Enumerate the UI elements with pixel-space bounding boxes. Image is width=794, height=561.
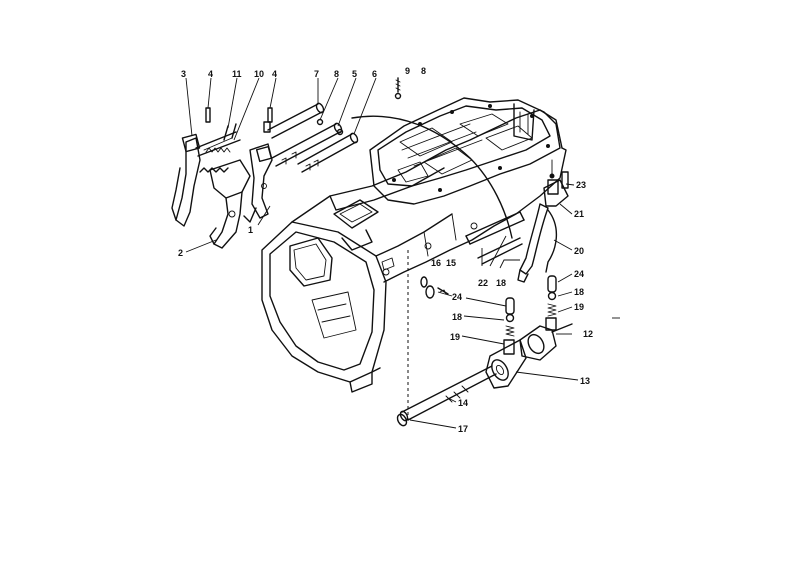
callout-1: 1 xyxy=(248,225,253,235)
callout-18a: 18 xyxy=(574,287,584,297)
callout-18b: 18 xyxy=(496,278,506,288)
callout-12: 12 xyxy=(583,329,593,339)
callout-7: 7 xyxy=(314,69,319,79)
washer-bolt-16-15 xyxy=(420,276,449,299)
leader-lines xyxy=(185,77,620,429)
callout-16: 16 xyxy=(431,258,441,268)
callout-labels: 3 4 11 10 4 7 8 5 6 9 8 1 2 23 21 20 24 … xyxy=(178,66,593,434)
callout-6: 6 xyxy=(372,69,377,79)
callout-19a: 19 xyxy=(574,302,584,312)
shift-rails xyxy=(267,102,513,239)
callout-15: 15 xyxy=(446,258,456,268)
callout-14: 14 xyxy=(458,398,468,408)
callout-8b: 8 xyxy=(421,66,426,76)
callout-11: 11 xyxy=(232,69,242,79)
shift-fork-group-left xyxy=(171,107,273,249)
callout-19b: 19 xyxy=(450,332,460,342)
callout-8a: 8 xyxy=(334,69,339,79)
shift-lever-right xyxy=(465,159,569,283)
callout-4a: 4 xyxy=(208,69,213,79)
callout-2: 2 xyxy=(178,248,183,258)
callout-24b: 24 xyxy=(452,292,462,302)
bolt-9-8 xyxy=(394,77,402,100)
callout-13: 13 xyxy=(580,376,590,386)
cross-shaft xyxy=(396,250,573,427)
callout-22: 22 xyxy=(478,278,488,288)
callout-18c: 18 xyxy=(452,312,462,322)
transmission-housing xyxy=(261,97,567,393)
callout-17: 17 xyxy=(458,424,468,434)
callout-24a: 24 xyxy=(574,269,584,279)
callout-23: 23 xyxy=(576,180,586,190)
callout-4b: 4 xyxy=(272,69,277,79)
callout-5: 5 xyxy=(352,69,357,79)
callout-10: 10 xyxy=(254,69,264,79)
callout-21: 21 xyxy=(574,209,584,219)
callout-3: 3 xyxy=(181,69,186,79)
callout-9: 9 xyxy=(405,66,410,76)
detent-stack-right xyxy=(545,275,557,331)
callout-20: 20 xyxy=(574,246,584,256)
